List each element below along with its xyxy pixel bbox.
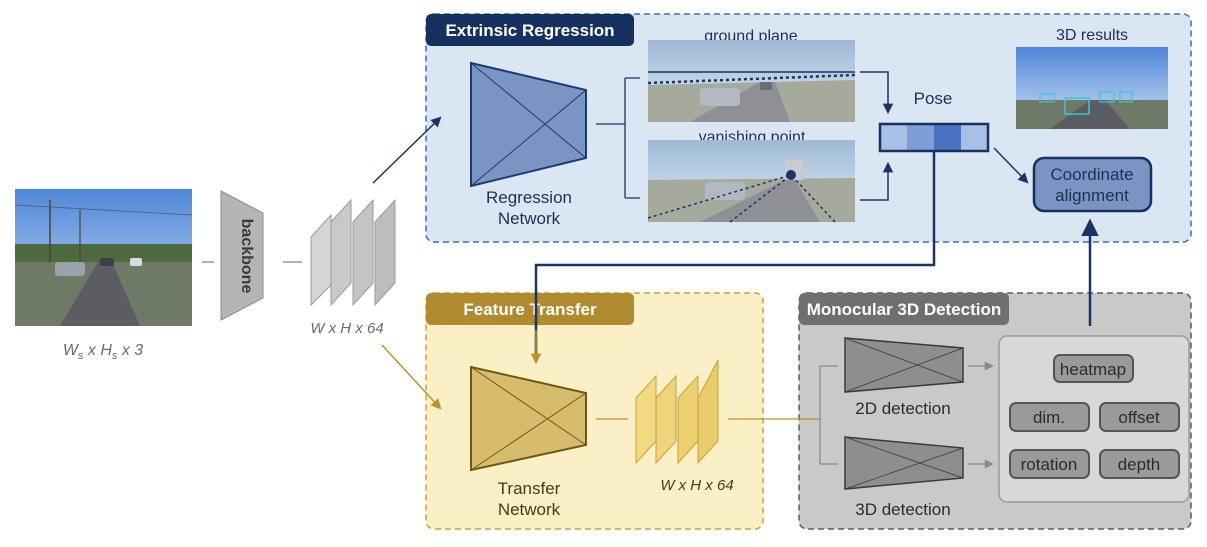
regression-branch [596,77,640,199]
pose-vector [878,122,990,153]
coord-label-2: alignment [1055,186,1129,205]
results-label: 3D results [1056,27,1128,44]
det2d-label: 2D detection [855,399,950,418]
input-image [14,189,193,326]
ground-plane-image [647,40,856,122]
arrow-ground-to-pose [860,71,894,115]
extrinsic-tag: Extrinsic Regression [426,14,634,46]
regression-network [470,61,587,188]
head-rotation: rotation [1009,449,1090,479]
feature-maps [310,198,396,307]
svg-text:offset: offset [1118,408,1160,427]
transfer-feature-maps [635,359,719,465]
results-image [1016,47,1168,129]
coord-label-1: Coordinate [1050,165,1133,184]
pose-label: Pose [914,89,953,108]
coordinate-alignment-block: Coordinate alignment [1032,156,1153,213]
svg-text:depth: depth [1118,455,1161,474]
mono-branch [819,365,838,465]
head-depth: depth [1099,449,1180,479]
regression-label-2: Network [498,209,561,228]
vanishing-point-image [647,140,855,223]
transfer-tag: Feature Transfer [426,293,634,325]
svg-text:heatmap: heatmap [1060,360,1126,379]
regression-label-1: Regression [486,188,572,207]
transfer-label-1: Transfer [498,479,561,498]
extrinsic-region [425,13,1192,243]
features-size-label: W x H x 64 [310,320,383,337]
det3d-network [844,436,964,490]
head-offset: offset [1099,402,1180,432]
svg-text:rotation: rotation [1021,455,1078,474]
head-dim: dim. [1009,402,1090,432]
arrow-vanish-to-pose [860,161,894,201]
transfer-title: Feature Transfer [463,300,597,319]
transfer-network [470,365,587,472]
head-heatmap: heatmap [1053,354,1134,383]
transfer-features-size-label: W x H x 64 [660,477,733,494]
input-size-label: Ws x Hs x 3 [63,342,143,362]
arrow-to-regression [372,116,442,184]
arrow-pose-to-alignment [993,147,1029,184]
mono-title: Monocular 3D Detection [807,300,1002,319]
transfer-label-2: Network [498,500,561,519]
arrow-to-transfer [381,344,442,410]
extrinsic-title: Extrinsic Regression [445,21,614,40]
svg-text:dim.: dim. [1033,408,1065,427]
backbone-label: backbone [238,219,255,294]
backbone-block: backbone [220,190,264,321]
pose-to-transfer-line [534,151,936,360]
det2d-network [844,337,964,393]
mono-tag: Monocular 3D Detection [799,293,1009,325]
det3d-label: 3D detection [855,500,950,519]
